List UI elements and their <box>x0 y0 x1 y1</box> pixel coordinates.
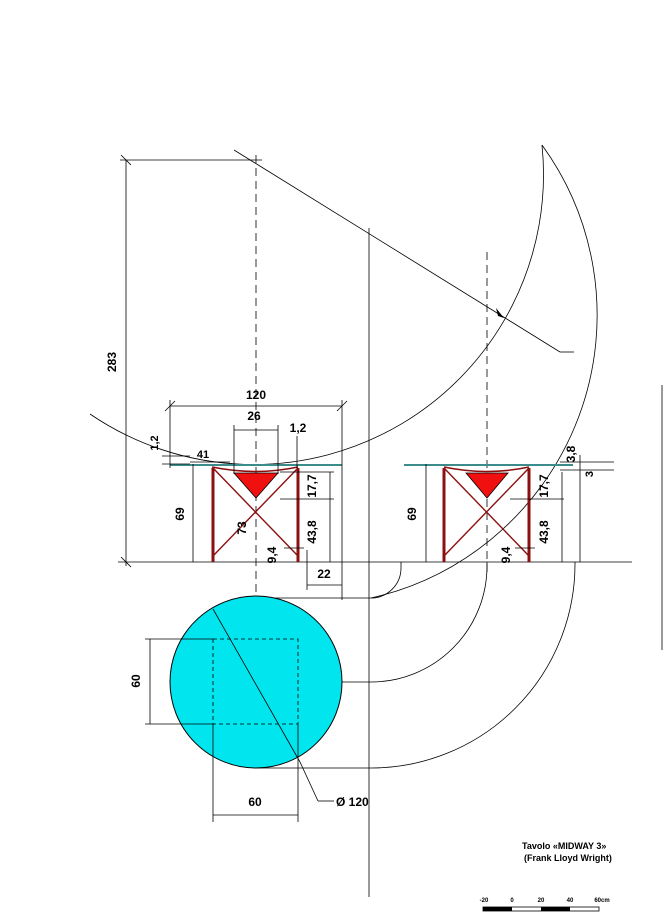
left-brace-2 <box>212 467 299 557</box>
scale-label: 60cm <box>594 898 609 904</box>
left-shade <box>233 472 279 499</box>
caption-title: Tavolo «MIDWAY 3» <box>522 841 606 851</box>
d9_4-left-label: 9,4 <box>265 546 279 563</box>
right-top-shell <box>443 466 530 473</box>
d120-plan-diameter <box>212 608 301 763</box>
swing-arc-1 <box>256 562 402 599</box>
swing-arc-2 <box>256 562 488 683</box>
d41-label: 41 <box>197 449 209 461</box>
plan-tabletop <box>169 595 343 769</box>
d69-right-label: 69 <box>405 507 419 521</box>
right-brace-2 <box>443 467 530 557</box>
plan-base-square <box>212 638 299 725</box>
tick <box>336 400 348 412</box>
scale-bar: -20 0 20 40 60cm <box>480 898 610 912</box>
swing-arc-3 <box>256 562 576 769</box>
d283-label: 283 <box>105 352 119 372</box>
reach-arc <box>89 144 544 465</box>
scale-label: -20 <box>480 898 489 904</box>
tick <box>164 400 176 412</box>
tick <box>120 154 132 166</box>
d73-label: 73 <box>235 521 249 535</box>
d120-plan-leader <box>299 761 319 802</box>
d3-small-label: 3 <box>584 471 596 477</box>
d1_2-right-label: 1,2 <box>290 421 307 435</box>
tick <box>120 556 132 568</box>
d1_2-left-label: 1,2 <box>149 435 161 450</box>
d60-vertical-label: 60 <box>129 674 143 688</box>
d17_7-left-label: 17,7 <box>305 474 319 498</box>
d120-label: 120 <box>246 388 266 402</box>
scale-label: 40 <box>567 898 574 904</box>
d43_8-right-label: 43,8 <box>537 520 551 544</box>
d418-arrow <box>496 308 504 318</box>
d69-left-label: 69 <box>173 507 187 521</box>
d3_8-label: 3,8 <box>564 445 578 462</box>
d22-label: 22 <box>317 567 331 581</box>
scale-label: 0 <box>510 898 514 904</box>
scale-label: 20 <box>538 898 545 904</box>
d17_7-right-label: 17,7 <box>537 474 551 498</box>
reach-arc-lower <box>370 144 598 599</box>
d418-leader <box>233 149 561 353</box>
right-shade <box>465 472 509 499</box>
caption-author: (Frank Lloyd Wright) <box>524 853 612 863</box>
d9_4-right-label: 9,4 <box>499 546 513 563</box>
d60-horizontal-label: 60 <box>248 795 262 809</box>
d43_8-left-label: 43,8 <box>305 520 319 544</box>
d26-label: 26 <box>247 409 261 423</box>
left-top-shell <box>211 466 299 473</box>
d120-plan-label: Ø 120 <box>336 795 369 809</box>
